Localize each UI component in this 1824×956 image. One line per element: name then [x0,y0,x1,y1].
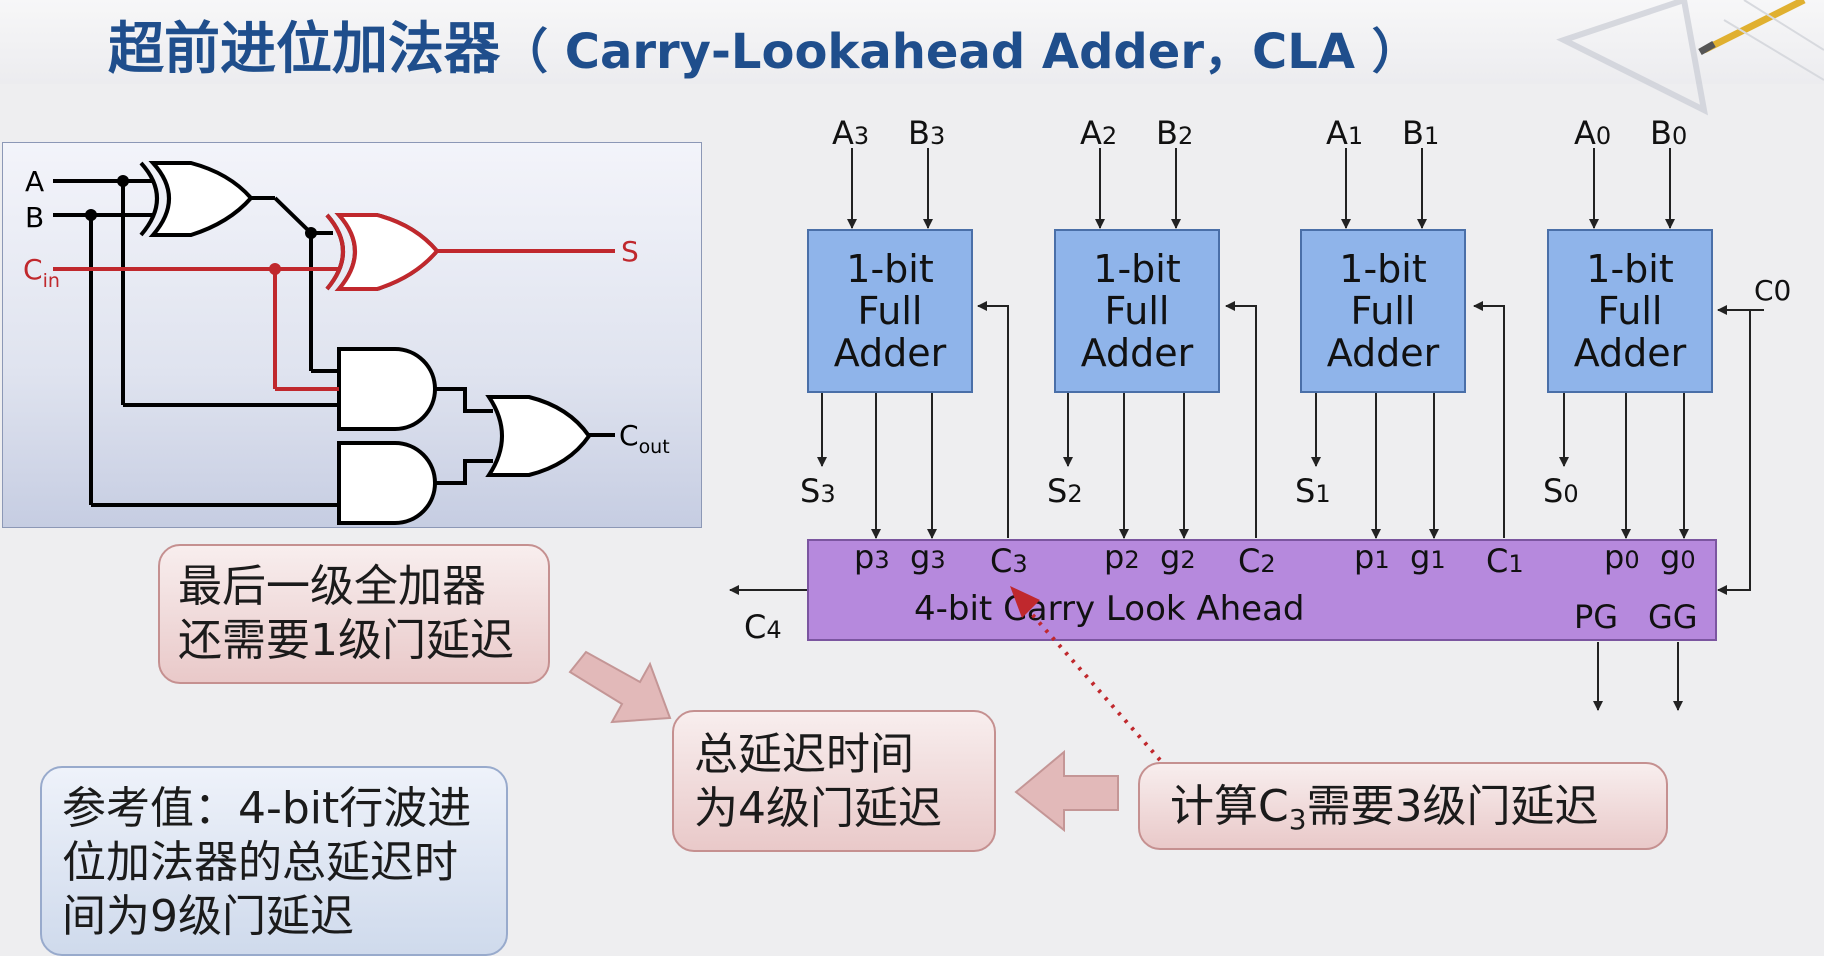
page-title: 超前进位加法器（ Carry-Lookahead Adder，CLA ） [108,4,1420,85]
adder0-line3: Adder [1574,331,1687,375]
label-g2: g2 [1160,538,1196,576]
note-total-delay: 总延迟时间 为4级门延迟 [672,710,996,852]
input-a-label: A [25,165,44,198]
label-gg: GG [1648,598,1698,636]
label-p2: p2 [1104,538,1140,576]
label-g3: g3 [910,538,946,576]
cla-block-diagram: A3 B3 A2 B2 A1 B1 A0 B0 1-bit Full Adder… [568,114,1791,833]
full-adder-2 [1054,229,1220,393]
adder2-line1: 1-bit [1093,247,1180,291]
arrow-c3-to-total [1014,749,1119,833]
cla-unit-label: 4-bit Carry Look Ahead [914,589,1305,629]
input-b-label: B [25,201,44,234]
c3-pointer-head [1010,586,1040,618]
drafting-tools-decoration [1556,0,1824,116]
label-s2: S2 [1047,472,1083,510]
label-c0: C0 [1754,274,1791,307]
label-s1: S1 [1295,472,1331,510]
label-b3: B3 [908,114,945,152]
output-cout-label: Cout [619,419,670,458]
note-compute-c3: 计算C3需要3级门延迟 [1138,762,1668,850]
label-g1: g1 [1410,538,1446,576]
label-c2: C2 [1238,542,1276,580]
label-b1: B1 [1402,114,1439,152]
adder2-line3: Adder [1081,331,1194,375]
adder2-line2: Full [1105,289,1170,333]
output-s-label: S [621,235,639,268]
label-a3: A3 [832,114,869,152]
label-a2: A2 [1080,114,1117,152]
label-b0: B0 [1650,114,1687,152]
arrow-last-stage-to-total [568,650,672,724]
adder1-line2: Full [1351,289,1416,333]
full-adder-0 [1547,229,1713,393]
label-a0: A0 [1574,114,1611,152]
label-pg: PG [1574,598,1618,636]
adder3-line2: Full [858,289,923,333]
label-c1: C1 [1486,542,1524,580]
label-p3: p3 [854,538,890,576]
adder0-line2: Full [1598,289,1663,333]
label-s3: S3 [800,472,836,510]
adder1-line1: 1-bit [1339,247,1426,291]
label-s0: S0 [1543,472,1579,510]
title-main: 超前进位加法器 [108,17,500,82]
c3-pointer-arrow [1028,610,1162,762]
note-reference: 参考值：4-bit行波进 位加法器的总延迟时 间为9级门延迟 [40,766,508,956]
title-sub: （ Carry-Lookahead Adder，CLA ） [500,24,1420,80]
label-g0: g0 [1660,538,1696,576]
label-c3: C3 [990,542,1028,580]
input-cin-label: Cin [23,253,60,292]
adder0-line1: 1-bit [1586,247,1673,291]
full-adder-circuit: A B Cin S Cout [23,161,670,525]
full-adder-3 [807,229,973,393]
adder1-line3: Adder [1327,331,1440,375]
full-adder-circuit-panel: A B Cin S Cout [2,142,702,528]
label-c4: C4 [744,608,782,646]
label-b2: B2 [1156,114,1193,152]
label-p1: p1 [1354,538,1390,576]
cla-unit [807,539,1717,641]
label-p0: p0 [1604,538,1640,576]
note-last-stage: 最后一级全加器 还需要1级门延迟 [158,544,550,684]
label-a1: A1 [1326,114,1363,152]
adder3-line3: Adder [834,331,947,375]
note-compute-c3-text: 计算C3需要3级门延迟 [1170,781,1599,836]
adder3-line1: 1-bit [846,247,933,291]
full-adder-1 [1300,229,1466,393]
title-bar [0,0,1824,84]
